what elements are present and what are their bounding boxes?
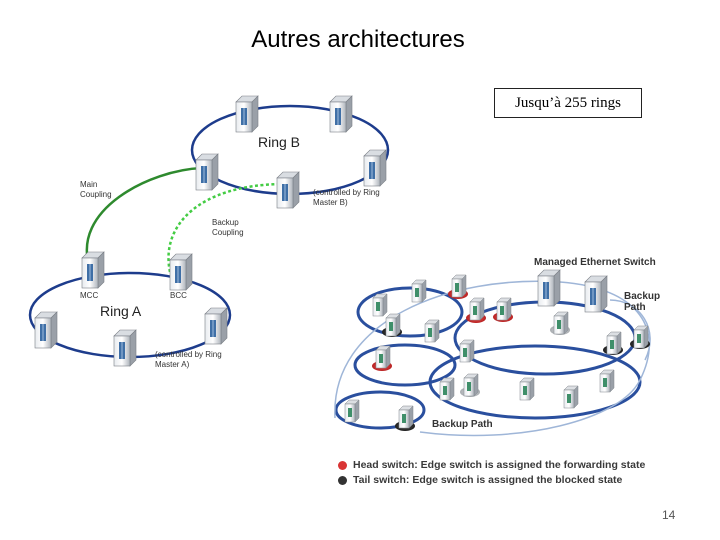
legend-tail-switch: Tail switch: Edge switch is assigned the…	[338, 474, 622, 486]
legend-head-switch: Head switch: Edge switch is assigned the…	[338, 459, 645, 471]
backup-coupling-link	[167, 182, 283, 273]
legend-head-text: Head switch: Edge switch is assigned the…	[353, 459, 646, 471]
right-multiring-diagram: Managed Ethernet Switch Backup Path Back…	[334, 257, 660, 437]
switch-icon	[113, 329, 137, 367]
switch-icon	[398, 405, 414, 429]
legend-tail-text: Tail switch: Edge switch is assigned the…	[353, 474, 623, 486]
main-coupling-label: Main	[80, 180, 97, 189]
switch-icon	[329, 95, 353, 133]
network-ring	[334, 390, 426, 430]
mcc-label: MCC	[80, 291, 98, 300]
ring-b-label: Ring B	[258, 134, 300, 150]
switch-icon	[424, 319, 440, 343]
backup-path-label-right: Path	[624, 302, 646, 313]
switch-icon	[459, 339, 475, 363]
switch-icon	[496, 297, 512, 321]
ring-a-label: Ring A	[100, 303, 142, 319]
network-ring	[356, 286, 464, 338]
callout-box: Jusqu’à 255 rings	[494, 88, 642, 118]
switch-icon	[411, 279, 427, 303]
switch-icon	[34, 311, 58, 349]
switch-icon	[375, 345, 391, 369]
switch-icon	[276, 171, 300, 209]
switch-icon	[363, 149, 387, 187]
backup-path-label-bottom: Backup Path	[432, 419, 493, 430]
managed-switch-icon	[537, 269, 561, 307]
controlled-ring-a-label: (controlled by Ring	[155, 350, 222, 359]
backup-path-label-right: Backup	[624, 291, 660, 302]
switch-icon	[606, 331, 622, 355]
network-ring	[353, 343, 457, 387]
switch-icon	[385, 313, 401, 337]
backup-path-outer	[609, 299, 651, 361]
switch-icon	[81, 251, 105, 289]
switch-icon	[195, 153, 219, 191]
switch-icon	[463, 373, 479, 397]
switch-icon	[563, 385, 579, 409]
switch-icon	[553, 311, 569, 335]
controlled-ring-a-label: Master A)	[155, 360, 190, 369]
main-coupling-link	[85, 166, 203, 269]
slide-title: Autres architectures	[251, 26, 465, 53]
page-number: 14	[662, 508, 676, 522]
backup-coupling-label: Coupling	[212, 228, 244, 237]
switch-icon	[439, 377, 455, 401]
bcc-label: BCC	[170, 291, 187, 300]
switch-icon	[372, 293, 388, 317]
network-ring	[428, 344, 642, 420]
managed-switch-title: Managed Ethernet Switch	[534, 257, 656, 268]
controlled-ring-b-label: (controlled by Ring	[313, 188, 380, 197]
backup-coupling-label: Backup	[212, 218, 239, 227]
main-coupling-label: Coupling	[80, 190, 112, 199]
switch-icon	[235, 95, 259, 133]
switch-icon	[344, 399, 360, 423]
red-dot-icon	[338, 460, 347, 470]
managed-switch-icon	[584, 275, 608, 313]
switch-icon	[599, 369, 615, 393]
controlled-ring-b-label: Master B)	[313, 198, 348, 207]
switch-icon	[519, 377, 535, 401]
left-ring-diagram: Ring B Ring A Main Coupling Backup Coupl…	[28, 95, 390, 369]
switch-icon	[169, 253, 193, 291]
dark-dot-icon	[338, 475, 347, 485]
switch-icon	[204, 307, 228, 345]
switch-icon	[469, 297, 485, 321]
switch-icon	[633, 325, 649, 349]
switch-icon	[451, 274, 467, 298]
